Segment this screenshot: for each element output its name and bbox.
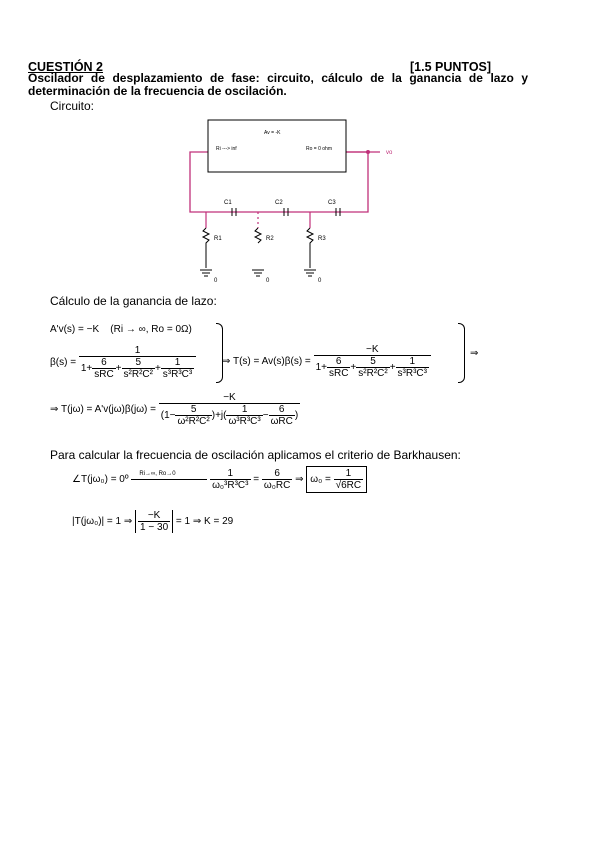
resistor-r2-label: R2: [266, 236, 274, 242]
resistor-r1-label: R1: [214, 236, 222, 242]
ground-2-label: 0: [266, 278, 270, 284]
circuit-label: Circuito:: [50, 99, 95, 113]
output-node-label: vo: [386, 150, 393, 156]
output-node: [366, 150, 370, 154]
amp-gain-label: Av = -K: [264, 130, 281, 136]
implies-arrow: ⇒: [470, 348, 479, 359]
brace-right-2: [458, 323, 465, 383]
capacitor-c2-label: C2: [275, 200, 283, 206]
loop-gain-label: Cálculo de la ganancia de lazo:: [50, 294, 217, 308]
question-title: Oscilador de desplazamiento de fase: cir…: [28, 71, 528, 98]
ground-1-label: 0: [214, 278, 218, 284]
barkhausen-label: Para calcular la frecuencia de oscilació…: [50, 448, 461, 462]
capacitor-c3-label: C3: [328, 200, 336, 206]
circuit-diagram: Av = -K Ri ---> inf Ro = 0 ohm vo C1 C2 …: [189, 119, 393, 284]
amplifier-block: [207, 119, 347, 173]
w0-result-box: ω₀ = 1√6RC: [306, 466, 368, 493]
question-points: [1.5 PUNTOS]: [410, 60, 492, 74]
ground-3-label: 0: [318, 278, 322, 284]
input-res-label: Ri ---> inf: [216, 146, 237, 152]
output-res-label: Ro = 0 ohm: [306, 146, 332, 152]
question-number: CUESTIÓN 2: [28, 60, 104, 74]
resistor-r3-label: R3: [318, 236, 326, 242]
av-equation: A'v(s) = −K (Ri → ∞, Ro = 0Ω): [50, 324, 192, 335]
capacitor-c1-label: C1: [224, 200, 232, 206]
